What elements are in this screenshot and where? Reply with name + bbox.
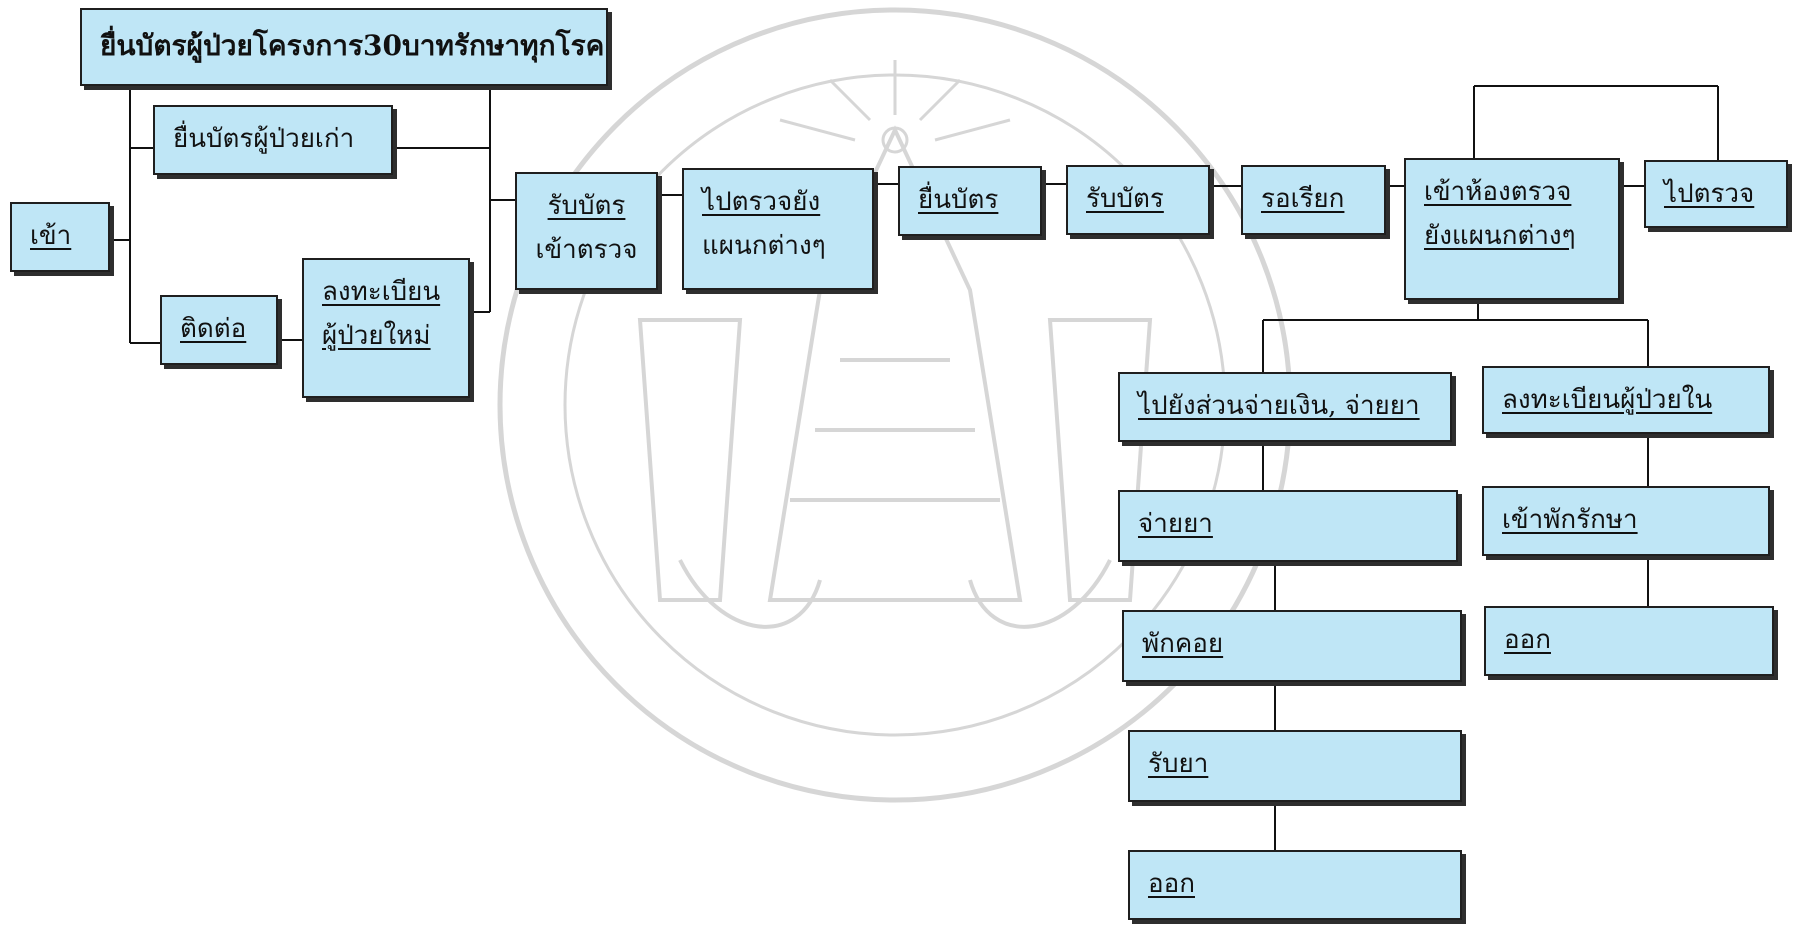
inpatient-register-label: ลงทะเบียนผู้ป่วยใน <box>1502 385 1713 415</box>
enter-label: เข้า <box>30 221 72 251</box>
old-card-label: ยื่นบัตรผู้ป่วยเก่า <box>173 124 355 154</box>
register-line2: ผู้ป่วยใหม่ <box>322 321 431 351</box>
admit-box: เข้าพักรักษา <box>1482 486 1770 556</box>
contact-box: ติดต่อ <box>160 295 278 365</box>
enter-exam-room-line1: เข้าห้องตรวจ <box>1424 177 1572 207</box>
uc30-card-box: ยื่นบัตรผู้ป่วยโครงการ30บาทรักษาทุกโรค <box>80 8 608 86</box>
admit-label: เข้าพักรักษา <box>1502 505 1638 535</box>
exit-inpatient-label: ออก <box>1504 625 1551 655</box>
dispense-box: จ่ายยา <box>1118 490 1458 562</box>
dispense-label: จ่ายยา <box>1138 509 1213 539</box>
receive-card-exam-box: รับบัตร เข้าตรวจ <box>515 172 658 290</box>
receive-card-box: รับบัตร <box>1066 165 1210 235</box>
enter-box: เข้า <box>10 202 110 272</box>
receive-medicine-box: รับยา <box>1128 730 1462 802</box>
old-card-box: ยื่นบัตรผู้ป่วยเก่า <box>153 105 393 175</box>
payment-label: ไปยังส่วนจ่ายเงิน, จ่ายยา <box>1138 391 1420 421</box>
uc30-card-label: ยื่นบัตรผู้ป่วยโครงการ30บาทรักษาทุกโรค <box>100 29 605 62</box>
inpatient-register-box: ลงทะเบียนผู้ป่วยใน <box>1482 366 1770 434</box>
register-line1: ลงทะเบียน <box>322 277 441 307</box>
register-new-box: ลงทะเบียน ผู้ป่วยใหม่ <box>302 258 470 398</box>
wait-label: พักคอย <box>1142 629 1224 659</box>
receive-card-label: รับบัตร <box>1086 184 1164 214</box>
go-examine-label: ไปตรวจ <box>1664 179 1755 209</box>
submit-card-label: ยื่นบัตร <box>918 185 999 215</box>
go-department-line1: ไปตรวจยัง <box>702 187 821 217</box>
exit-label: ออก <box>1148 869 1195 899</box>
exit-box: ออก <box>1128 850 1462 920</box>
submit-card-box: ยื่นบัตร <box>898 166 1042 236</box>
receive-medicine-label: รับยา <box>1148 749 1209 779</box>
enter-exam-room-line2: ยังแผนกต่างๆ <box>1424 221 1576 251</box>
receive-card-exam-line1: รับบัตร <box>547 191 626 221</box>
payment-box: ไปยังส่วนจ่ายเงิน, จ่ายยา <box>1118 372 1452 442</box>
receive-card-exam-line2: เข้าตรวจ <box>535 235 638 265</box>
wait-box: พักคอย <box>1122 610 1462 682</box>
enter-exam-room-box: เข้าห้องตรวจ ยังแผนกต่างๆ <box>1404 158 1620 300</box>
wait-call-box: รอเรียก <box>1241 165 1386 235</box>
go-department-box: ไปตรวจยัง แผนกต่างๆ <box>682 168 874 290</box>
wait-call-label: รอเรียก <box>1261 184 1345 214</box>
exit-inpatient-box: ออก <box>1484 606 1774 676</box>
go-department-line2: แผนกต่างๆ <box>702 231 826 261</box>
contact-label: ติดต่อ <box>180 314 247 344</box>
go-examine-box: ไปตรวจ <box>1644 160 1788 228</box>
